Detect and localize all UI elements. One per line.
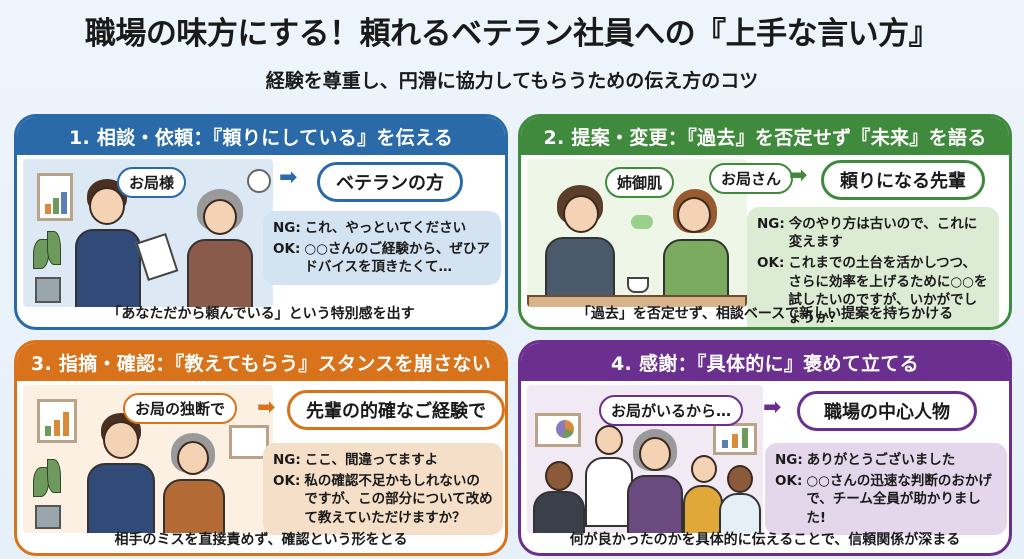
ng-example: NG: 今のやり方は古いので、これに変えます (757, 216, 978, 251)
panel-heading: 4. 感謝：『具体的に』褒めて立てる (521, 343, 1009, 381)
ok-example: OK: これまでの土台を活かしつつ、さらに効率を上げるために○○を試したいのです… (757, 255, 988, 327)
right-arrow-icon: ➡ (279, 165, 298, 190)
speech-bubble-old-term: お局がいるから… (599, 395, 744, 426)
panel-footer: 「あなただから頼んでいる」という特別感を出す (107, 306, 415, 322)
ng-example: NG: ありがとうございました (775, 452, 956, 468)
coworker-figure (595, 425, 623, 455)
pie-chart-board-icon (535, 413, 581, 447)
panel-footer: 相手のミスを直接責めず、確認という形をとる (114, 532, 408, 548)
replacement-term: 先輩の的確なご経験で (287, 390, 505, 430)
bar-chart-board-icon (713, 423, 757, 455)
ellipsis-bubble-icon (631, 215, 653, 229)
ng-ok-examples: NG: ありがとうございました OK: ○○さんの迅速な判断のおかげで、チーム全… (765, 443, 1007, 535)
man-figure (563, 195, 599, 233)
document-icon (135, 233, 179, 281)
right-arrow-icon: ➡ (257, 395, 276, 420)
speech-bubble-old-term-2: お局さん (709, 163, 794, 194)
replacement-term: 職場の中心人物 (797, 391, 977, 431)
young-man-figure (103, 421, 139, 459)
speech-bubble-old-term: お局の独断で (123, 393, 238, 424)
ng-ok-examples: NG: これ、やっといてください OK: ○○さんのご経験から、ぜひアドバイスを… (263, 211, 501, 285)
panel-consult-request: 1. 相談・依頼：『頼りにしている』を伝える お局様 ➡ ベテランの方 NG: … (14, 114, 508, 330)
ng-ok-examples: NG: ここ、間違ってますよ OK: 私の確認不足かもしれないのですが、この部分… (263, 443, 503, 535)
chart-board-icon (37, 173, 73, 221)
ng-example: NG: ここ、間違ってますよ (273, 452, 439, 468)
ng-ok-examples: NG: 今のやり方は古いので、これに変えます OK: これまでの土台を活かしつつ… (747, 207, 999, 327)
replacement-term: ベテランの方 (317, 162, 463, 202)
panel-proposal-change: 2. 提案・変更：『過去』を否定せず『未来』を語る 姉御肌 お局さん ➡ 頼りに… (518, 114, 1012, 330)
young-man-figure (89, 187, 125, 225)
coworker-figure (545, 461, 573, 491)
veteran-woman-figure (203, 199, 237, 235)
panel-heading: 2. 提案・変更：『過去』を否定せず『未来』を語る (521, 117, 1009, 155)
coffee-cup-icon (627, 277, 649, 293)
clock-icon (247, 169, 271, 193)
woman-figure (677, 197, 711, 233)
veteran-woman-figure (639, 437, 671, 471)
panel-gratitude: 4. 感謝：『具体的に』褒めて立てる お局がいるから… ➡ 職場の中心人物 NG… (518, 340, 1012, 556)
replacement-term: 頼りになる先輩 (821, 160, 985, 200)
ok-example: OK: 私の確認不足かもしれないのですが、この部分について改めて教えていただけま… (273, 473, 493, 526)
panel-footer: 何が良かったのかを具体的に伝えることで、信頼関係が深まる (569, 532, 961, 548)
page-subtitle: 経験を尊重し、円滑に協力してもらうための伝え方のコツ (265, 70, 759, 92)
coworker-figure (727, 465, 753, 493)
coworker-figure (691, 455, 717, 483)
page-title: 職場の味方にする！頼れるベテラン社員への『上手な言い方』 (84, 16, 940, 52)
panel-heading: 1. 相談・依頼：『頼りにしている』を伝える (17, 117, 505, 155)
right-arrow-icon: ➡ (763, 395, 782, 420)
right-arrow-icon: ➡ (789, 163, 808, 188)
panel-point-out-confirm: 3. 指摘・確認：『教えてもらう』スタンスを崩さない お局の独断で ➡ 先輩の的… (14, 340, 508, 556)
line-chart-icon (229, 425, 269, 459)
ok-example: OK: ○○さんのご経験から、ぜひアドバイスを頂きたくて… (273, 241, 490, 276)
panel-footer: 「過去」を否定せず、相談ベースで新しい提案を持ちかける (576, 306, 954, 322)
panel-heading: 3. 指摘・確認：『教えてもらう』スタンスを崩さない (17, 343, 505, 381)
ng-example: NG: これ、やっといてください (273, 220, 467, 236)
chart-board-icon (37, 399, 77, 443)
speech-bubble-old-term: お局様 (117, 167, 187, 198)
ok-example: OK: ○○さんの迅速な判断のおかげで、チーム全員が助かりました! (775, 473, 992, 526)
speech-bubble-old-term: 姉御肌 (605, 167, 675, 198)
veteran-woman-figure (177, 441, 209, 475)
